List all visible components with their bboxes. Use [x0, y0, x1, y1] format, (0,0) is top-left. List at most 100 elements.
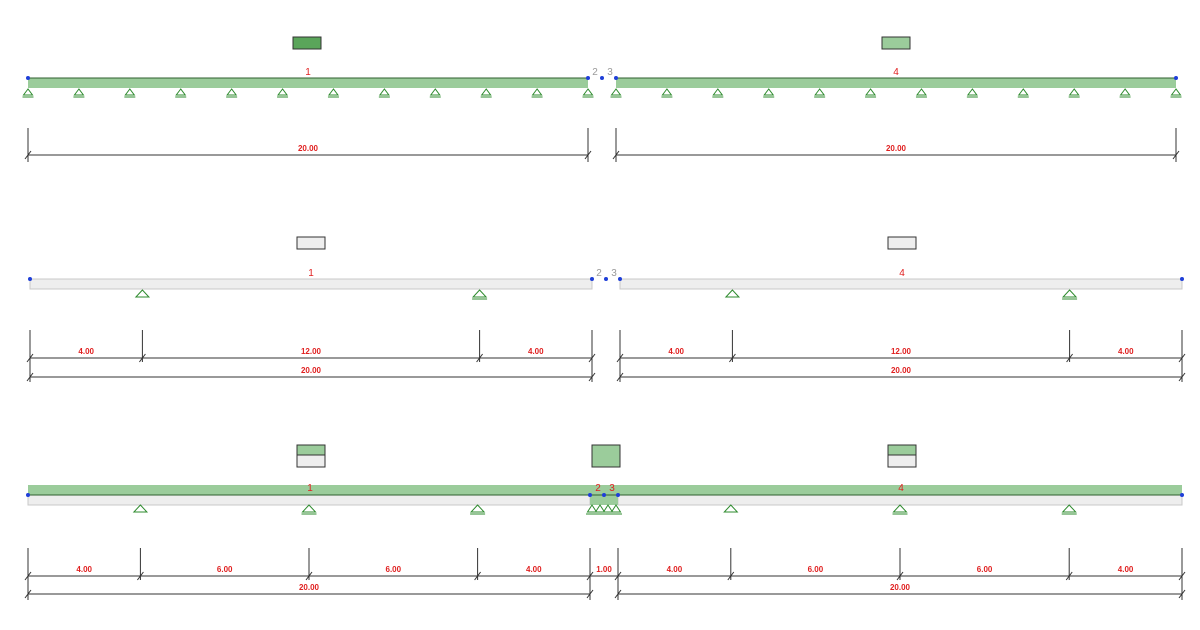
dimension-tick — [616, 353, 624, 363]
node-point — [590, 277, 594, 281]
dimension-label: 4.00 — [1118, 565, 1134, 574]
beam-strip-right — [617, 494, 1183, 506]
dimension-tick — [24, 150, 32, 160]
support-triangle — [226, 88, 238, 96]
dimension-tick — [26, 372, 34, 382]
dimension-label: 4.00 — [528, 347, 544, 356]
dimension-label: 4.00 — [78, 347, 94, 356]
dimension-tick — [1066, 353, 1073, 363]
support-triangle — [73, 88, 85, 96]
dimension-tick — [1178, 353, 1186, 363]
node-label: 3 — [611, 268, 617, 279]
support-triangle — [1017, 88, 1029, 96]
dimension-label: 4.00 — [76, 565, 92, 574]
dimension-tick — [586, 589, 594, 599]
dimension-label: 1.00 — [596, 565, 612, 574]
node-point — [616, 493, 620, 497]
member-label: 1 — [308, 268, 314, 279]
support-triangle — [22, 88, 34, 96]
dimension-tick — [136, 571, 144, 581]
dimension-label: 20.00 — [886, 144, 907, 153]
beam-strip-left — [29, 278, 593, 290]
node-point — [600, 76, 604, 80]
dimension-tick — [727, 571, 735, 581]
node-point — [28, 277, 32, 281]
support-triangle — [277, 88, 289, 96]
node-point — [26, 493, 30, 497]
legend-box-left-top — [296, 444, 326, 456]
member-label: 1 — [305, 67, 311, 78]
support-triangle — [966, 88, 978, 96]
support-triangle — [301, 504, 317, 513]
node-point — [1180, 277, 1184, 281]
member-label: 4 — [898, 483, 904, 494]
support-triangle — [915, 88, 927, 96]
support-triangle — [763, 88, 775, 96]
node-label: 2 — [596, 268, 602, 279]
node-point — [586, 76, 590, 80]
dimension-label: 6.00 — [977, 565, 993, 574]
support-triangle — [480, 88, 492, 96]
node-point — [618, 277, 622, 281]
dimension-tick — [588, 372, 596, 382]
dimension-tick — [1065, 571, 1073, 581]
legend-box-center — [591, 444, 621, 468]
support-triangle — [175, 88, 187, 96]
dimension-tick — [1178, 372, 1186, 382]
dimension-tick — [1178, 571, 1186, 581]
support-triangle — [378, 88, 390, 96]
support-triangle — [594, 504, 606, 513]
support-triangle — [429, 88, 441, 96]
dimension-tick — [476, 353, 484, 363]
support-triangle — [602, 504, 614, 513]
dimension-label: 12.00 — [891, 347, 912, 356]
member-label: 4 — [893, 67, 899, 78]
support-triangle — [471, 289, 488, 298]
load-strip-left — [28, 78, 588, 88]
load-strip — [28, 485, 1182, 495]
node-point — [604, 277, 608, 281]
node-point — [1180, 493, 1184, 497]
support-triangle — [712, 88, 724, 96]
support-triangle — [531, 88, 543, 96]
dimension-label: 4.00 — [668, 347, 684, 356]
node-point — [1174, 76, 1178, 80]
node-point — [614, 76, 618, 80]
support-triangle — [892, 504, 908, 513]
member-label: 1 — [307, 483, 313, 494]
dimension-tick — [612, 150, 620, 160]
dimension-label: 4.00 — [526, 565, 542, 574]
dimension-label: 20.00 — [890, 583, 911, 592]
legend-box-left-bottom — [296, 454, 326, 468]
node-label: 2 — [595, 483, 601, 494]
support-triangle — [610, 504, 622, 513]
dimension-tick — [26, 353, 34, 363]
dimension-tick — [305, 571, 313, 581]
beam-strip-middle — [590, 495, 618, 505]
dimension-tick — [474, 571, 482, 581]
dimension-tick — [24, 571, 32, 581]
node-point — [602, 493, 606, 497]
dimension-label: 12.00 — [301, 347, 322, 356]
dimension-label: 20.00 — [891, 366, 912, 375]
node-point — [26, 76, 30, 80]
support-triangle — [723, 504, 739, 513]
legend-box-left — [296, 236, 326, 250]
support-triangle — [132, 504, 149, 513]
support-triangle — [724, 289, 741, 298]
dimension-label: 6.00 — [217, 565, 233, 574]
dimension-tick — [1172, 150, 1180, 160]
dimension-tick — [24, 589, 32, 599]
dimension-tick — [588, 353, 596, 363]
dimension-label: 6.00 — [808, 565, 824, 574]
support-triangle — [124, 88, 136, 96]
dimension-tick — [616, 372, 624, 382]
legend-box-right — [881, 36, 911, 50]
support-triangle — [610, 88, 622, 96]
load-strip-right — [616, 78, 1176, 88]
support-triangle — [865, 88, 877, 96]
support-triangle — [469, 504, 486, 513]
dimension-label: 4.00 — [667, 565, 683, 574]
dimension-label: 4.00 — [1118, 347, 1134, 356]
